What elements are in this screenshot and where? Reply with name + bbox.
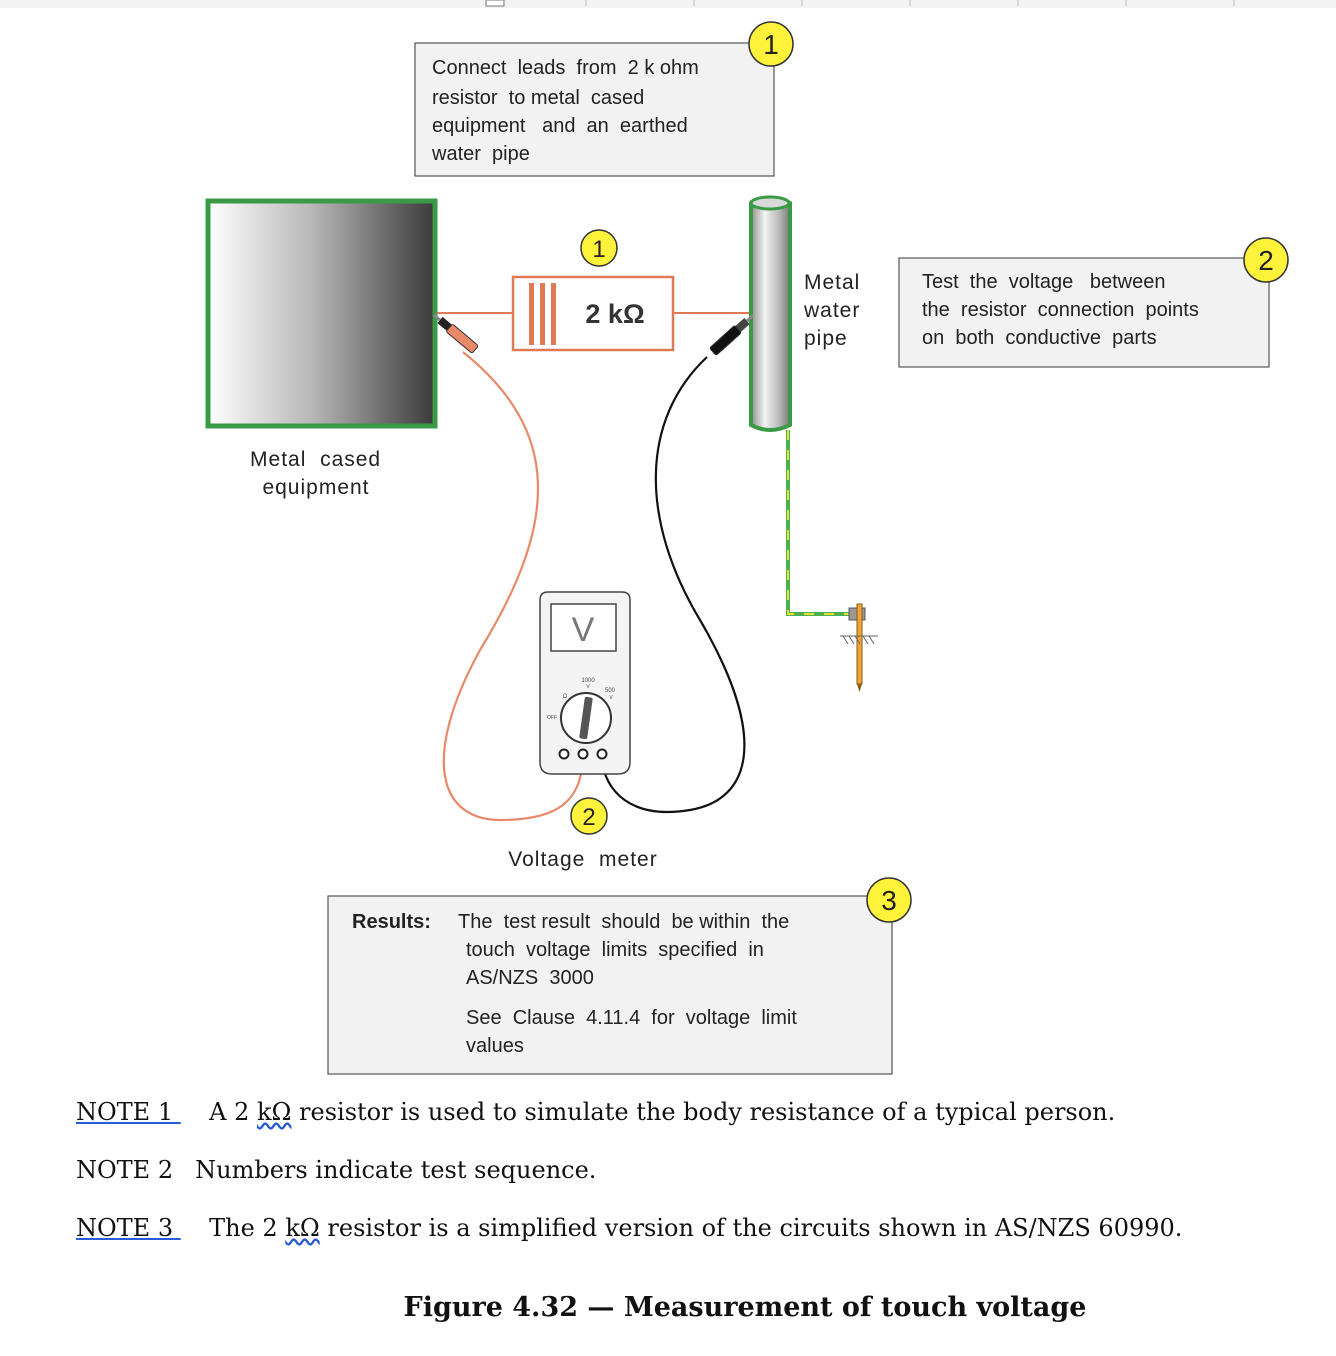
- dial-500-label: 500: [605, 688, 616, 694]
- earth-wire-stripe: [787, 430, 856, 615]
- dial-v-label: V: [609, 695, 613, 701]
- step-marker-2-meter: [570, 797, 608, 835]
- callout-connect-text: Connect leads from 2 k ohm resistor to m…: [431, 57, 704, 165]
- metal-water-pipe: [749, 196, 792, 432]
- earth-stake-tip: [857, 684, 862, 692]
- black-probe: [709, 314, 754, 356]
- step-marker-1-top: [748, 21, 794, 67]
- dial-pointer: [579, 696, 593, 740]
- note-3-post: resistor is a simplified version of the …: [319, 1214, 1183, 1242]
- callout-test-text: Test the voltage between the resistor co…: [922, 271, 1204, 349]
- meter-jack-v: [577, 748, 589, 760]
- voltage-meter: V 1000 V 500 V Ω OFF: [539, 591, 631, 775]
- meter-jack-a: [596, 748, 608, 760]
- resistor-2k: [511, 275, 675, 352]
- ground-hatch: [840, 635, 878, 645]
- step-marker-2-right: [1243, 237, 1289, 283]
- equipment-label: Metal cased equipment: [250, 448, 388, 499]
- top-ruler-ticks: [585, 0, 1235, 6]
- meter-display-text: V: [572, 611, 595, 649]
- callout-test-voltage: [898, 257, 1270, 368]
- touch-voltage-diagram: Connect leads from 2 k ohm resistor to m…: [0, 0, 1336, 1075]
- dial-ohm-label: Ω: [563, 694, 568, 700]
- meter-jack-com: [558, 748, 570, 760]
- page-top-strip: [0, 0, 1336, 8]
- note-1-number: NOTE 1: [76, 1098, 174, 1126]
- pipe-top: [749, 195, 791, 211]
- red-test-lead: [442, 351, 585, 822]
- metal-cased-equipment: [205, 198, 438, 429]
- results-box: [327, 895, 893, 1075]
- note-3: NOTE 3 The 2 kΩ resistor is a simplified…: [76, 1214, 1182, 1242]
- dial-off-label: OFF: [547, 715, 557, 721]
- black-test-lead: [600, 356, 746, 813]
- results-heading: Results:: [352, 911, 431, 933]
- resistor-label: 2 kΩ: [585, 299, 644, 329]
- pipe-label: Metal water pipe: [803, 271, 867, 350]
- note-3-pre: The 2: [209, 1214, 286, 1242]
- note-1: NOTE 1 A 2 kΩ resistor is used to simula…: [76, 1098, 1115, 1126]
- note-2: NOTE 2 Numbers indicate test sequence.: [76, 1156, 596, 1184]
- red-probe: [432, 313, 479, 354]
- results-text: The test result should be within the tou…: [458, 911, 802, 1057]
- voltage-meter-label: Voltage meter: [508, 848, 657, 871]
- meter-display: [550, 603, 617, 652]
- note-2-number: NOTE 2: [76, 1156, 174, 1184]
- step-number: 3: [881, 885, 897, 916]
- resistor-bands: [529, 283, 556, 345]
- figure-caption: Figure 4.32 — Measurement of touch volta…: [403, 1292, 1087, 1323]
- step-marker-3-results: [866, 877, 912, 923]
- note-3-number: NOTE 3: [76, 1214, 174, 1242]
- note-2-text: Numbers indicate test sequence.: [195, 1156, 597, 1184]
- note-1-post: resistor is used to simulate the body re…: [291, 1098, 1116, 1126]
- step-number: 2: [582, 804, 595, 831]
- note-3-unit: kΩ: [285, 1214, 320, 1242]
- top-checkbox: [485, 0, 505, 7]
- callout-connect-leads: [414, 42, 775, 177]
- dial-v-label: V: [586, 684, 590, 690]
- earth-wire: [786, 430, 856, 616]
- step-number: 2: [1258, 245, 1274, 276]
- note-1-pre: A 2: [209, 1098, 257, 1126]
- step-number: 1: [592, 236, 605, 263]
- dial-1000-label: 1000: [581, 678, 595, 684]
- step-marker-1-resistor: [580, 229, 618, 267]
- step-number: 1: [763, 29, 779, 60]
- note-1-unit: kΩ: [256, 1098, 292, 1126]
